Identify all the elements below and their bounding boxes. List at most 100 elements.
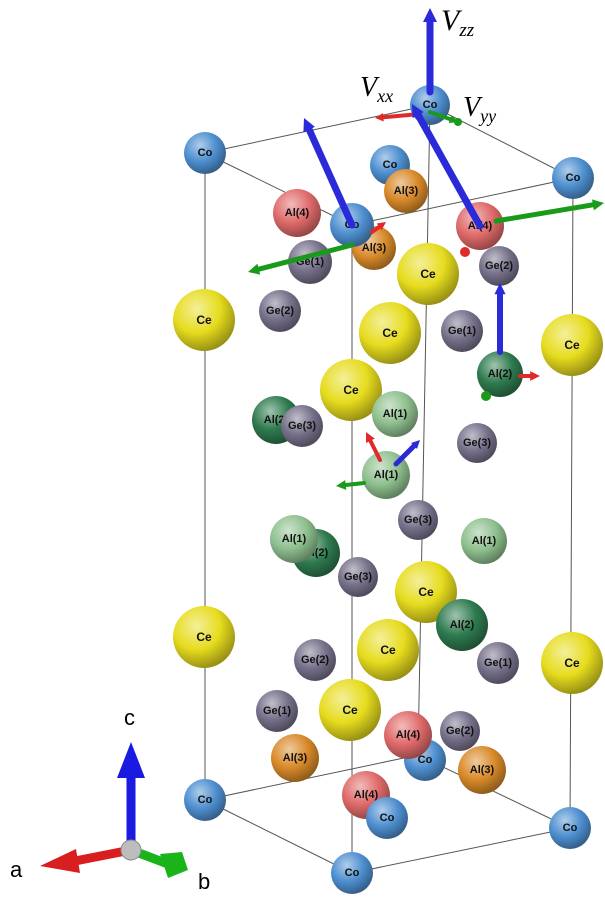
vzz-arrow-al4	[412, 104, 484, 230]
atom-label: Al(1)	[472, 535, 497, 547]
cell-edge	[204, 152, 353, 226]
atom-sphere	[271, 734, 319, 782]
atom-sphere	[359, 302, 421, 364]
atom-ge: Ge(1)	[256, 690, 298, 732]
vzz-arrow	[423, 8, 437, 96]
atom-label: Ce	[564, 338, 580, 352]
tensor-labels-layer: Vzz Vxx Vyy	[360, 4, 496, 126]
atom-ce: Ce	[395, 561, 457, 623]
atom-ce: Ce	[541, 314, 603, 376]
atom-sphere	[549, 807, 591, 849]
atom-sphere	[477, 642, 519, 684]
vxx-arrow-al1	[366, 432, 382, 462]
atom-label: Ce	[196, 313, 212, 327]
atom-label: Ge(3)	[344, 571, 372, 583]
triad-label-b: b	[198, 869, 210, 894]
atom-label: Al(2)	[488, 368, 513, 380]
vzz-arrow-al2	[494, 283, 506, 355]
atom-label: Al(3)	[394, 185, 419, 197]
atom-label: Al(1)	[383, 408, 408, 420]
atom-sphere	[173, 289, 235, 351]
atom-sphere	[319, 679, 381, 741]
atom-ce: Ce	[541, 632, 603, 694]
vyy-arrow-co	[248, 242, 355, 275]
atom-ce: Ce	[359, 302, 421, 364]
cell-edge	[204, 799, 353, 874]
atom-ge: Ge(3)	[457, 423, 497, 463]
atom-co: Co	[331, 852, 373, 894]
atoms-layer: CoCoCoCoAl(3)Al(4)Al(4)Ge(1)Al(3)CoCeGe(…	[173, 85, 603, 894]
atom-label: Ge(3)	[404, 514, 432, 526]
atom-sphere	[458, 746, 506, 794]
atom-ge: Ge(3)	[281, 405, 323, 447]
cell-edge	[204, 104, 431, 154]
atom-label: Ce	[420, 267, 436, 281]
atom-ce: Ce	[320, 359, 382, 421]
atom-sphere	[270, 515, 318, 563]
atom-al3: Al(3)	[458, 746, 506, 794]
atom-al4: Al(4)	[273, 189, 321, 237]
atom-sphere	[541, 632, 603, 694]
atom-sphere	[273, 189, 321, 237]
atom-al3: Al(3)	[384, 169, 428, 213]
atom-sphere	[541, 314, 603, 376]
atom-label: Al(1)	[374, 469, 399, 481]
atom-al1: Al(1)	[461, 518, 507, 564]
atom-label: Ge(3)	[288, 420, 316, 432]
atom-al2: Al(2)	[436, 599, 488, 651]
triad-label-a: a	[10, 857, 23, 882]
atom-label: Co	[198, 147, 213, 159]
atom-label: Ce	[196, 630, 212, 644]
vxx-arrow-co	[370, 222, 386, 234]
atom-sphere	[436, 599, 488, 651]
atom-sphere	[457, 423, 497, 463]
atom-sphere	[338, 557, 378, 597]
atom-label: Co	[563, 822, 578, 834]
atom-sphere	[479, 246, 519, 286]
atom-ge: Ge(1)	[477, 642, 519, 684]
vyy-label: Vyy	[463, 92, 496, 126]
triad-c-head	[117, 742, 145, 778]
vyy-tip	[454, 118, 462, 126]
triad-b-head	[160, 852, 188, 878]
atom-label: Ge(2)	[266, 305, 294, 317]
vyy-label-sub: yy	[478, 106, 496, 126]
atom-label: Ge(1)	[448, 325, 476, 337]
atom-sphere	[184, 779, 226, 821]
atom-ge: Ge(2)	[479, 246, 519, 286]
atom-label: Co	[423, 99, 438, 111]
cell-edge	[351, 827, 571, 874]
atom-label: Al(4)	[354, 789, 379, 801]
atom-sphere	[259, 290, 301, 332]
vzz-label: Vzz	[441, 4, 475, 41]
triad-origin	[120, 839, 142, 861]
atom-sphere	[395, 561, 457, 623]
atom-sphere	[372, 391, 418, 437]
atom-sphere	[384, 169, 428, 213]
atom-label: Co	[418, 754, 433, 766]
atom-co: Co	[184, 132, 226, 174]
atom-label: Ce	[380, 643, 396, 657]
atom-ce: Ce	[397, 243, 459, 305]
atom-sphere	[552, 157, 594, 199]
vzz-label-sub: zz	[458, 20, 474, 41]
cell-edge	[569, 177, 574, 829]
atom-sphere	[461, 518, 507, 564]
atom-label: Co	[198, 794, 213, 806]
atom-sphere	[184, 132, 226, 174]
vyy-arrow-al1	[336, 480, 366, 490]
atom-label: Ce	[342, 703, 358, 717]
atom-sphere	[294, 639, 336, 681]
vxx-tip-al4	[460, 247, 470, 257]
atom-sphere	[320, 359, 382, 421]
atom-sphere	[331, 852, 373, 894]
tensor-arrows-layer	[248, 8, 604, 490]
atom-sphere	[281, 405, 323, 447]
atom-al2: Al(2)	[477, 351, 523, 397]
cell-edge	[429, 104, 574, 179]
vzz-arrow-co	[303, 118, 356, 229]
atom-label: Al(3)	[362, 242, 387, 254]
vxx-arrow-al2	[518, 371, 540, 381]
atom-al3: Al(3)	[271, 734, 319, 782]
vyy-tip-al2	[481, 391, 491, 401]
